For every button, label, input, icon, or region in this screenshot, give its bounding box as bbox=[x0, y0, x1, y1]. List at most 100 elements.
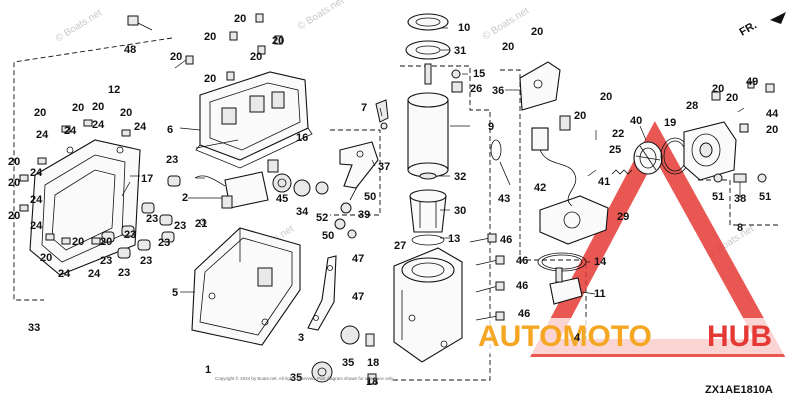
upper-cover-6 bbox=[195, 71, 313, 169]
part-label-45: 45 bbox=[276, 193, 288, 205]
part-label-23e: 23 bbox=[158, 237, 170, 249]
part-label-20w: 20 bbox=[766, 124, 778, 136]
part-label-50b: 50 bbox=[322, 230, 334, 242]
part-label-20g: 20 bbox=[72, 102, 84, 114]
group-outline-33 bbox=[13, 37, 173, 301]
bolts-46 bbox=[469, 233, 505, 321]
part-label-34: 34 bbox=[296, 206, 309, 218]
part-label-20r: 20 bbox=[502, 41, 514, 53]
part-label-6: 6 bbox=[167, 124, 173, 136]
part-label-20c: 20 bbox=[170, 51, 182, 63]
part-label-35b: 35 bbox=[290, 372, 302, 384]
part-label-20p: 20 bbox=[100, 236, 112, 248]
part-label-47b: 47 bbox=[352, 291, 364, 303]
part-label-31: 31 bbox=[454, 45, 466, 57]
part-label-18a: 18 bbox=[367, 357, 379, 369]
part-label-20e: 20 bbox=[250, 51, 262, 63]
part-label-46b: 46 bbox=[516, 255, 528, 267]
part-label-24h: 24 bbox=[58, 268, 71, 280]
part-label-23d: 23 bbox=[124, 229, 136, 241]
part-label-20j: 20 bbox=[120, 107, 132, 119]
part-label-47a: 47 bbox=[352, 253, 364, 265]
sensor-bolts-38-51 bbox=[711, 81, 775, 183]
bracket-3 bbox=[307, 255, 337, 331]
part-label-26: 26 bbox=[470, 83, 482, 95]
part-label-12: 12 bbox=[108, 84, 120, 96]
part-label-51b: 51 bbox=[759, 191, 771, 203]
filter-case-28 bbox=[683, 121, 737, 181]
fuel-filter-40 bbox=[633, 141, 663, 175]
part-label-20l: 20 bbox=[8, 177, 20, 189]
control-module-2 bbox=[194, 171, 269, 226]
part-label-23b: 23 bbox=[146, 213, 158, 225]
part-label-29: 29 bbox=[617, 211, 629, 223]
part-label-21: 21 bbox=[195, 218, 207, 230]
group-outline-9 bbox=[390, 65, 491, 381]
part-label-24d: 24 bbox=[134, 121, 147, 133]
part-label-7: 7 bbox=[361, 102, 367, 114]
part-label-20k: 20 bbox=[8, 156, 20, 168]
part-label-10: 10 bbox=[458, 22, 470, 34]
part-label-23f: 23 bbox=[140, 255, 152, 267]
leader-lines bbox=[121, 27, 745, 295]
vapor-separator-housing bbox=[365, 247, 463, 385]
fitting-7 bbox=[375, 99, 389, 130]
part-label-20m: 20 bbox=[8, 210, 20, 222]
clips-39-50-52 bbox=[334, 184, 359, 239]
group-outline-37 bbox=[330, 129, 381, 216]
part-label-14: 14 bbox=[594, 256, 607, 268]
part-label-40: 40 bbox=[630, 115, 642, 127]
footer-copyright: Copyright © 2024 by Boats.net. All right… bbox=[215, 375, 394, 381]
part-label-23g: 23 bbox=[100, 255, 112, 267]
part-label-28: 28 bbox=[686, 100, 698, 112]
part-label-17: 17 bbox=[141, 173, 153, 185]
front-arrow-icon bbox=[770, 12, 786, 24]
part-label-15: 15 bbox=[473, 68, 485, 80]
watermark-1: © Boats.net bbox=[54, 7, 104, 44]
part-label-43: 43 bbox=[498, 193, 510, 205]
part-label-39: 39 bbox=[358, 209, 370, 221]
part-label-35a: 35 bbox=[342, 357, 354, 369]
bracket-36 bbox=[519, 61, 561, 111]
logo-backdrop bbox=[470, 318, 790, 354]
part-label-24f: 24 bbox=[30, 194, 43, 206]
part-label-20s: 20 bbox=[600, 91, 612, 103]
bracket-37 bbox=[339, 141, 379, 189]
part-label-20b: 20 bbox=[204, 31, 216, 43]
front-direction-indicator: FR. bbox=[738, 12, 786, 39]
part-label-4: 4 bbox=[574, 332, 581, 344]
part-label-36: 36 bbox=[492, 85, 504, 97]
part-label-24g: 24 bbox=[30, 220, 43, 232]
part-label-41: 41 bbox=[598, 176, 610, 188]
part-label-49: 49 bbox=[746, 76, 758, 88]
part-label-51a: 51 bbox=[712, 191, 724, 203]
part-label-46d: 46 bbox=[518, 308, 530, 320]
grommet-set-23 bbox=[101, 175, 181, 259]
part-label-30: 30 bbox=[454, 205, 466, 217]
part-label-20d: 20 bbox=[204, 73, 216, 85]
part-label-20q: 20 bbox=[531, 26, 543, 38]
part-label-37: 37 bbox=[378, 161, 390, 173]
pressure-regulator-29 bbox=[539, 195, 609, 245]
spring-41 bbox=[611, 169, 633, 175]
part-label-13: 13 bbox=[448, 233, 460, 245]
part-label-5: 5 bbox=[172, 287, 178, 299]
part-label-20f: 20 bbox=[272, 35, 284, 47]
part-label-52: 52 bbox=[316, 212, 328, 224]
part-label-19: 19 bbox=[664, 117, 676, 129]
part-label-50a: 50 bbox=[364, 191, 376, 203]
part-label-3: 3 bbox=[298, 332, 304, 344]
part-label-46c: 46 bbox=[516, 280, 528, 292]
housing-box-5 bbox=[191, 227, 301, 346]
bolt-set-top bbox=[127, 13, 283, 81]
part-label-38: 38 bbox=[734, 193, 746, 205]
part-label-48: 48 bbox=[124, 44, 136, 56]
part-label-24a: 24 bbox=[36, 129, 49, 141]
part-label-16: 16 bbox=[296, 132, 308, 144]
part-label-1: 1 bbox=[205, 364, 211, 376]
part-label-44: 44 bbox=[766, 108, 779, 120]
part-label-20h: 20 bbox=[34, 107, 46, 119]
part-number-labels: 1 2 3 4 5 6 7 8 9 10 11 12 13 14 15 16 1… bbox=[8, 13, 779, 388]
